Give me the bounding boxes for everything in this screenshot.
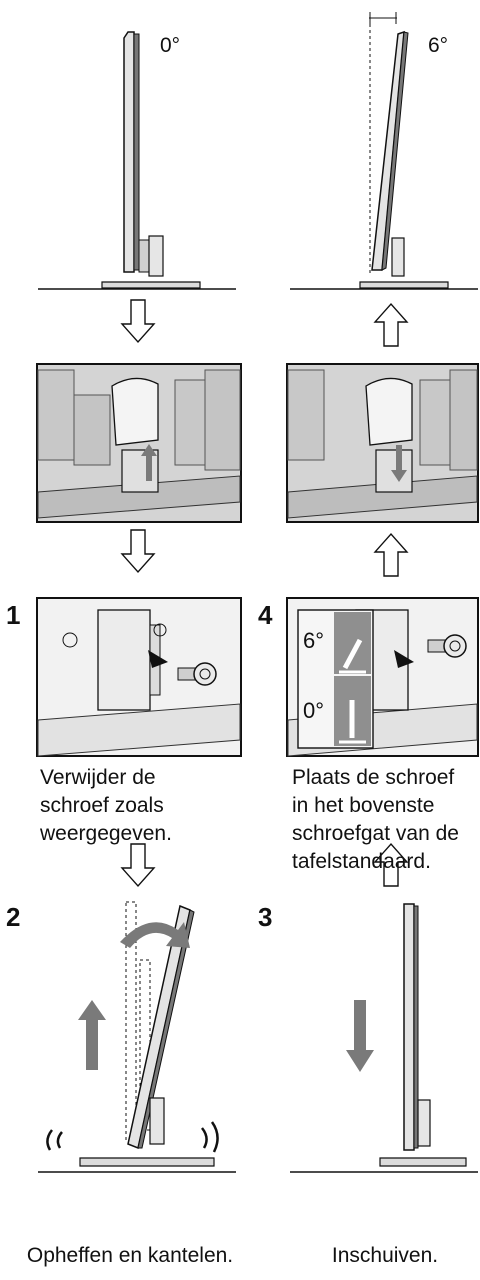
screw-icon [427, 634, 467, 658]
step-3-caption: Inschuiven. [331, 1244, 439, 1267]
inset-label-6: 6° [303, 628, 325, 653]
down-arrow-1 [120, 299, 156, 344]
stand-closeup-right [286, 363, 479, 523]
rotate-arrow-icon [120, 922, 190, 948]
lift-up-arrow-icon [78, 1000, 106, 1070]
down-arrow-2 [120, 529, 156, 574]
screw-detail-step-4 [286, 597, 479, 757]
angle-position-inset [297, 609, 374, 749]
stand-closeup-left [36, 363, 242, 523]
slide-in-illustration [290, 903, 478, 1173]
step-number-2: 2 [6, 902, 21, 932]
angle-label-6: 6° [428, 34, 449, 57]
tv-side-view-6-degrees [290, 12, 478, 290]
inset-label-0: 0° [303, 698, 325, 723]
step-number-1: 1 [6, 600, 21, 630]
step-2-caption: Opheffen en kantelen. [26, 1244, 234, 1267]
up-arrow-3 [373, 842, 409, 887]
up-arrow-1 [373, 302, 409, 347]
step-1-caption: Verwijder de schroef zoals weergegeven. [40, 766, 172, 845]
step-number-4: 4 [258, 600, 273, 630]
lift-and-tilt-illustration [38, 901, 236, 1173]
screw-icon [177, 662, 217, 686]
up-arrow-2 [373, 532, 409, 577]
step-4-caption: Plaats de schroef in het bovenste schroe… [292, 766, 459, 873]
slide-down-arrow-icon [346, 1000, 374, 1072]
step-number-3: 3 [258, 902, 273, 932]
screw-detail-step-1 [36, 597, 242, 757]
down-arrow-3 [120, 843, 156, 888]
wobble-marks-icon [46, 1121, 219, 1153]
tv-side-view-0-degrees [38, 31, 236, 290]
angle-label-0: 0° [160, 34, 181, 57]
